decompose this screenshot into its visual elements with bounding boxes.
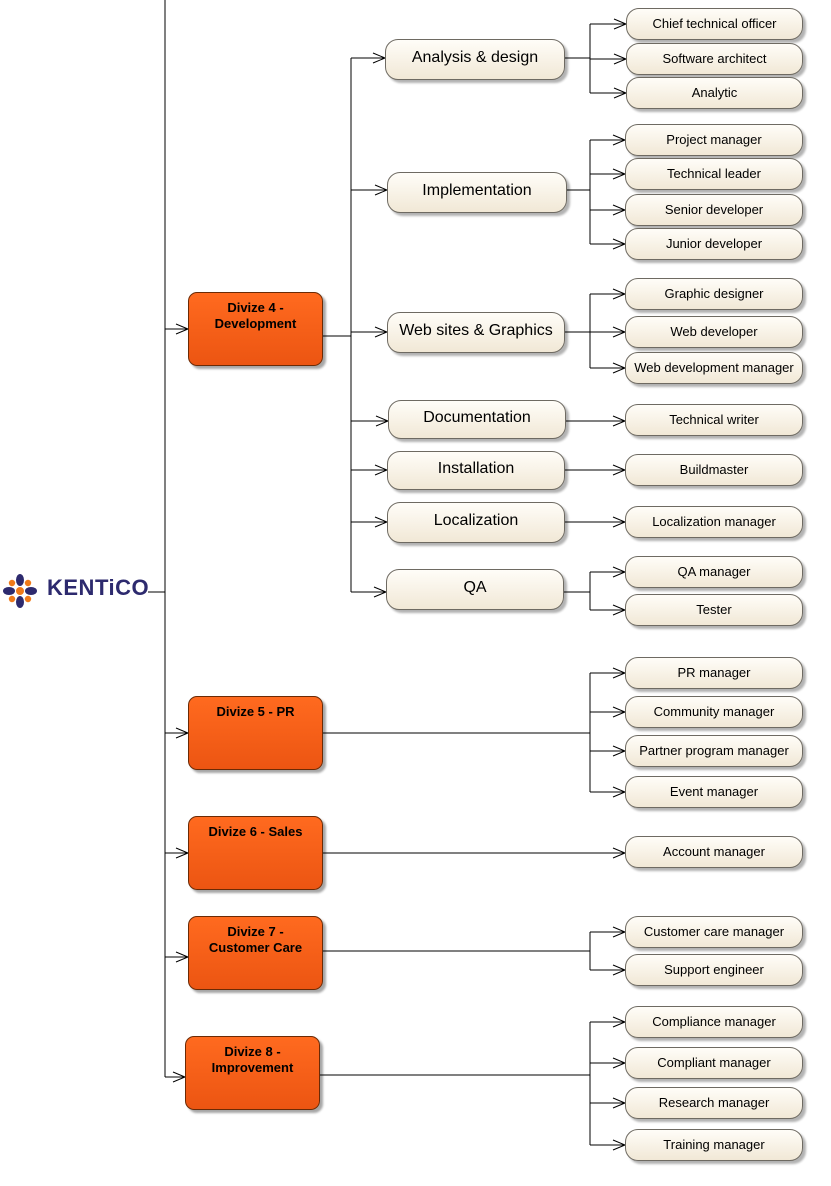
- role-qa-manager[interactable]: QA manager: [625, 556, 803, 588]
- area-analysis-design[interactable]: Analysis & design: [385, 39, 565, 80]
- logo-flower: [3, 574, 37, 608]
- logo-center-dot: [16, 587, 24, 595]
- role-event-manager[interactable]: Event manager: [625, 776, 803, 808]
- area-web-sites-graphics[interactable]: Web sites & Graphics: [387, 312, 565, 353]
- role-project-manager[interactable]: Project manager: [625, 124, 803, 156]
- role-research-manager[interactable]: Research manager: [625, 1087, 803, 1119]
- role-community-manager[interactable]: Community manager: [625, 696, 803, 728]
- kentico-logo-text: KENTiCO: [47, 575, 150, 600]
- role-compliant-manager[interactable]: Compliant manager: [625, 1047, 803, 1079]
- role-web-development-manager[interactable]: Web development manager: [625, 352, 803, 384]
- role-software-architect[interactable]: Software architect: [626, 43, 803, 75]
- division-4-development[interactable]: Divize 4 - Development: [188, 292, 323, 366]
- division-5-pr[interactable]: Divize 5 - PR: [188, 696, 323, 770]
- area-implementation[interactable]: Implementation: [387, 172, 567, 213]
- role-tester[interactable]: Tester: [625, 594, 803, 626]
- division-7-customer-care[interactable]: Divize 7 - Customer Care: [188, 916, 323, 990]
- role-pr-manager[interactable]: PR manager: [625, 657, 803, 689]
- role-senior-developer[interactable]: Senior developer: [625, 194, 803, 226]
- role-technical-leader[interactable]: Technical leader: [625, 158, 803, 190]
- role-compliance-manager[interactable]: Compliance manager: [625, 1006, 803, 1038]
- area-documentation[interactable]: Documentation: [388, 400, 566, 439]
- role-analytic[interactable]: Analytic: [626, 77, 803, 109]
- area-installation[interactable]: Installation: [387, 451, 565, 490]
- kentico-logo-icon: [3, 574, 37, 608]
- area-localization[interactable]: Localization: [387, 502, 565, 543]
- role-buildmaster[interactable]: Buildmaster: [625, 454, 803, 486]
- role-account-manager[interactable]: Account manager: [625, 836, 803, 868]
- role-chief-technical-officer[interactable]: Chief technical officer: [626, 8, 803, 40]
- division-8-improvement[interactable]: Divize 8 - Improvement: [185, 1036, 320, 1110]
- role-web-developer[interactable]: Web developer: [625, 316, 803, 348]
- role-customer-care-manager[interactable]: Customer care manager: [625, 916, 803, 948]
- role-localization-manager[interactable]: Localization manager: [625, 506, 803, 538]
- role-training-manager[interactable]: Training manager: [625, 1129, 803, 1161]
- role-junior-developer[interactable]: Junior developer: [625, 228, 803, 260]
- role-graphic-designer[interactable]: Graphic designer: [625, 278, 803, 310]
- role-support-engineer[interactable]: Support engineer: [625, 954, 803, 986]
- role-partner-program-manager[interactable]: Partner program manager: [625, 735, 803, 767]
- division-6-sales[interactable]: Divize 6 - Sales: [188, 816, 323, 890]
- role-technical-writer[interactable]: Technical writer: [625, 404, 803, 436]
- area-qa[interactable]: QA: [386, 569, 564, 610]
